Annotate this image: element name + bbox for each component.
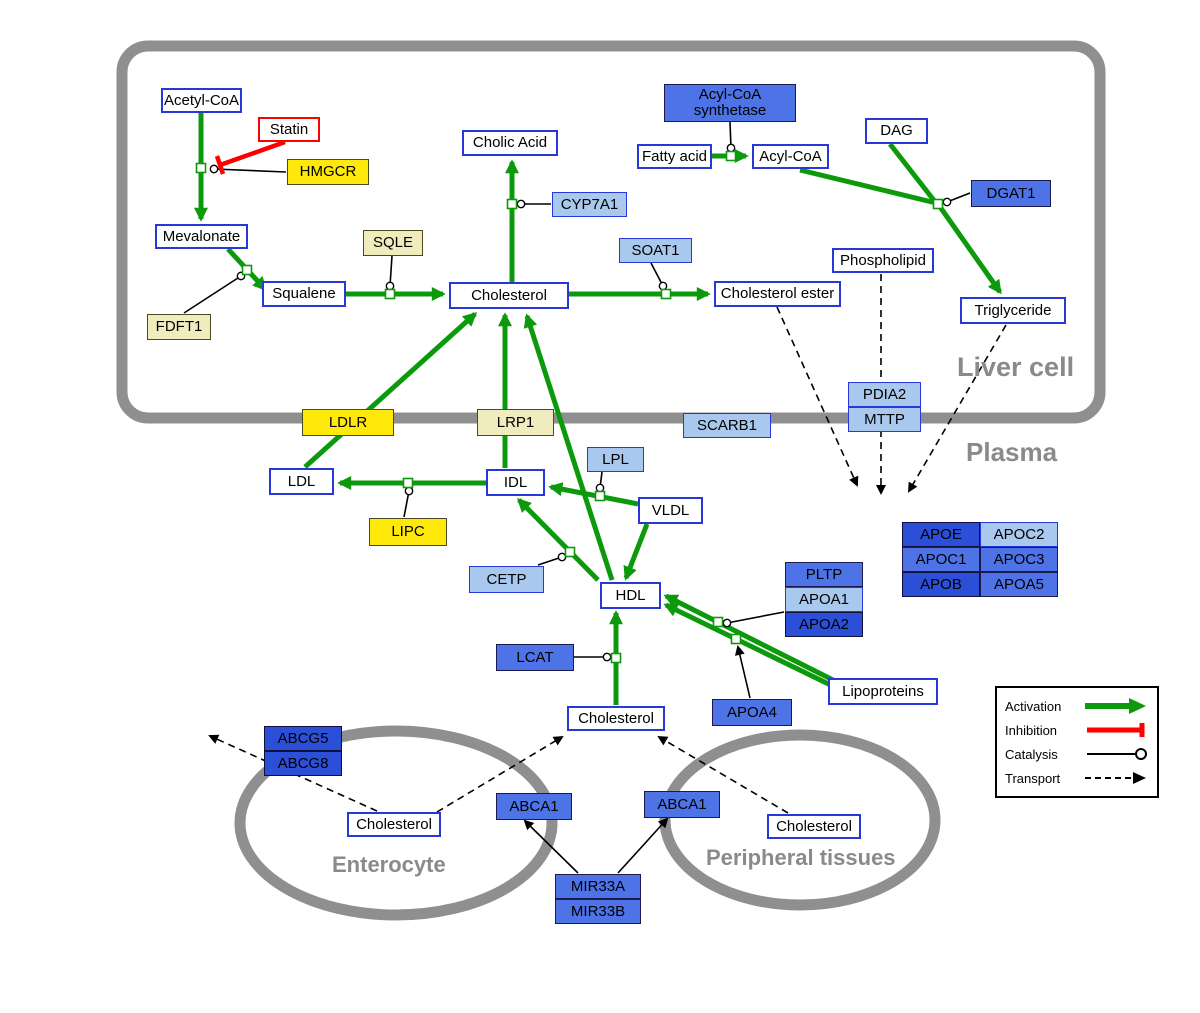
node-pdia2: PDIA2 xyxy=(848,382,921,407)
node-apoa2: APOA2 xyxy=(785,612,863,637)
legend-row-catalysis: Catalysis xyxy=(1003,742,1151,766)
inhibition-edge xyxy=(214,139,286,175)
node-apoe: APOE xyxy=(902,522,980,547)
catalysis-edges xyxy=(183,121,971,874)
node-abca1-peripheral: ABCA1 xyxy=(644,791,720,818)
peripheral-tissues-label: Peripheral tissues xyxy=(706,845,896,870)
node-phospholipid: Phospholipid xyxy=(832,248,934,273)
node-dgat1: DGAT1 xyxy=(971,180,1051,207)
enterocyte-outline xyxy=(234,725,558,921)
node-apoc3: APOC3 xyxy=(980,547,1058,572)
node-abca1-enterocyte: ABCA1 xyxy=(496,793,572,820)
legend-row-transport: Transport xyxy=(1003,766,1151,790)
node-triglyceride: Triglyceride xyxy=(960,297,1066,324)
node-apob: APOB xyxy=(902,572,980,597)
liver-cell-label: Liver cell xyxy=(957,352,1075,382)
node-sqle: SQLE xyxy=(363,230,423,256)
liver-cell-outline xyxy=(116,40,1106,424)
node-lcat: LCAT xyxy=(496,644,574,671)
node-hdl: HDL xyxy=(600,582,661,609)
compartment-outlines xyxy=(116,40,1106,921)
node-mttp: MTTP xyxy=(848,407,921,432)
node-cholic-acid: Cholic Acid xyxy=(462,130,558,156)
legend-transport-label: Transport xyxy=(1005,770,1061,786)
node-cholesterol-liver: Cholesterol xyxy=(449,282,569,309)
node-lipoproteins: Lipoproteins xyxy=(828,678,938,705)
node-cholesterol-ester: Cholesterol ester xyxy=(714,281,841,307)
node-dag: DAG xyxy=(865,118,928,144)
inhibition-tbar-icon xyxy=(1087,723,1145,737)
catalysis-circle-icon xyxy=(1087,748,1147,760)
node-hmgcr: HMGCR xyxy=(287,159,369,185)
node-soat1: SOAT1 xyxy=(619,238,692,263)
node-ldl: LDL xyxy=(269,468,334,495)
node-mir33a: MIR33A xyxy=(555,874,641,899)
node-apoa1: APOA1 xyxy=(785,587,863,612)
node-cholesterol-plasma: Cholesterol xyxy=(567,706,665,731)
node-lrp1: LRP1 xyxy=(477,409,554,436)
legend-inhibition-label: Inhibition xyxy=(1005,722,1058,738)
legend-activation-label: Activation xyxy=(1005,698,1062,714)
node-lipc: LIPC xyxy=(369,518,447,546)
node-pltp: PLTP xyxy=(785,562,863,587)
enterocyte-label: Enterocyte xyxy=(332,852,446,877)
node-fatty-acid: Fatty acid xyxy=(637,144,712,169)
legend-catalysis-label: Catalysis xyxy=(1005,746,1058,762)
node-scarb1: SCARB1 xyxy=(683,413,771,438)
node-lpl: LPL xyxy=(587,447,644,472)
node-fdft1: FDFT1 xyxy=(147,314,211,340)
node-abcg5: ABCG5 xyxy=(264,726,342,751)
node-acyl-coa-synthetase: Acyl-CoA synthetase xyxy=(664,84,796,122)
node-acetyl-coa: Acetyl-CoA xyxy=(161,88,242,113)
node-apoc2: APOC2 xyxy=(980,522,1058,547)
node-apoc1: APOC1 xyxy=(902,547,980,572)
transport-dashed-arrow-icon xyxy=(1085,772,1146,784)
node-idl: IDL xyxy=(486,469,545,496)
node-mir33b: MIR33B xyxy=(555,899,641,924)
reaction-nodes xyxy=(195,150,944,664)
legend-row-activation: Activation xyxy=(1003,694,1151,718)
node-cyp7a1: CYP7A1 xyxy=(552,192,627,217)
node-cetp: CETP xyxy=(469,566,544,593)
node-apoa4: APOA4 xyxy=(712,699,792,726)
node-statin: Statin xyxy=(258,117,320,142)
node-ldlr: LDLR xyxy=(302,409,394,436)
node-squalene: Squalene xyxy=(262,281,346,307)
legend-row-inhibition: Inhibition xyxy=(1003,718,1151,742)
node-cholesterol-peripheral: Cholesterol xyxy=(767,814,861,839)
node-apoa5: APOA5 xyxy=(980,572,1058,597)
node-mevalonate: Mevalonate xyxy=(155,224,248,249)
node-acyl-coa: Acyl-CoA xyxy=(752,144,829,169)
node-abcg8: ABCG8 xyxy=(264,751,342,776)
activation-arrow-icon xyxy=(1085,698,1146,714)
plasma-label: Plasma xyxy=(966,437,1058,467)
legend: Activation Inhibition Catalysis Transpor… xyxy=(995,686,1159,798)
node-vldl: VLDL xyxy=(638,497,703,524)
node-cholesterol-enterocyte: Cholesterol xyxy=(347,812,441,837)
